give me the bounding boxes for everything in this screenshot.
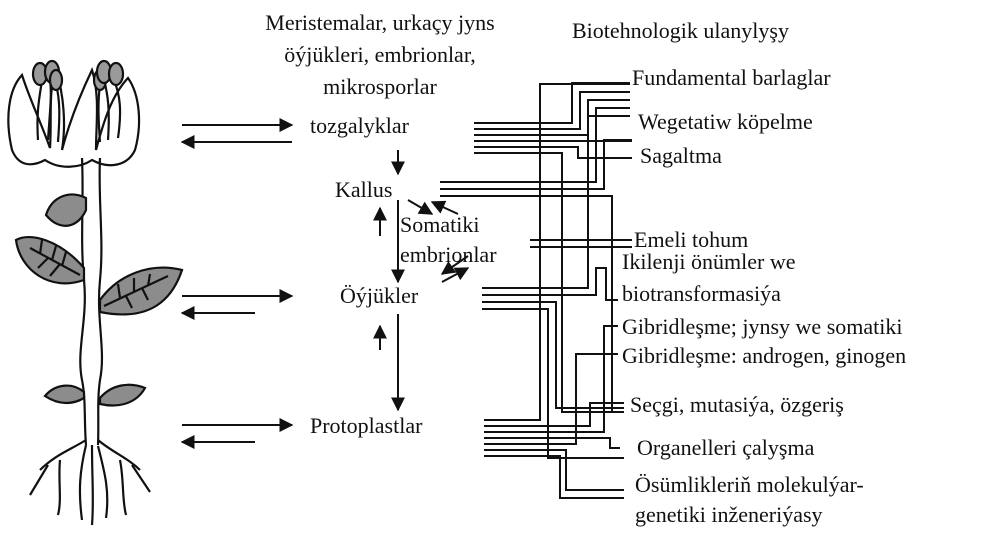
arrow-oyjukler-somatic-a: [441, 267, 470, 283]
stage-somatic-line2: embrionlar: [400, 242, 497, 267]
stage-kallus: Kallus: [335, 177, 392, 202]
connector: [484, 353, 618, 445]
stage-tozgalyklar: tozgalyklar: [310, 113, 410, 138]
leaf: [43, 384, 86, 405]
application-gibrid-androgen: Gibridleşme: androgen, ginogen: [622, 343, 906, 368]
stage-protoplastlar: Protoplastlar: [310, 413, 423, 438]
application-engineering-line2: genetiki inženeriýasy: [635, 502, 823, 527]
connector: [484, 402, 624, 427]
process-arrows: [373, 150, 470, 412]
connector: [482, 267, 618, 301]
connector: [482, 308, 624, 459]
connector: [440, 107, 630, 183]
application-secgi: Seçgi, mutasiýa, özgeriş: [630, 392, 844, 417]
application-wegetatiw: Wegetatiw köpelme: [638, 109, 813, 134]
application-ikilenji-line1: Ikilenji önümler we: [622, 249, 796, 274]
connector: [474, 91, 630, 130]
leaf-vein: [103, 273, 169, 309]
application-fundamental: Fundamental barlaglar: [632, 65, 831, 90]
connector: [484, 437, 620, 449]
application-ikilenji-line2: biotransformasiýa: [622, 281, 781, 306]
application-gibrid-somatiki: Gibridleşme; jynsy we somatiki: [622, 314, 902, 339]
leaf-vein: [29, 239, 81, 277]
connector: [484, 83, 630, 421]
application-sagaltma: Sagaltma: [640, 143, 722, 168]
explant-title-line3: mikrosporlar: [323, 74, 437, 99]
application-emeli-tohum: Emeli tohum: [634, 227, 748, 252]
plant-roots: [29, 439, 151, 526]
stage-somatic-line1: Somatiki: [400, 212, 479, 237]
application-engineering-line1: Ösümlikleriň molekulýar-: [635, 472, 864, 497]
leaf: [14, 236, 86, 285]
application-organelleri: Organelleri çalyşma: [637, 435, 815, 460]
arrow-oyjukler-somatic-b: [440, 255, 469, 275]
connector: [482, 115, 630, 289]
exchange-arrows: [180, 118, 294, 449]
plant-stem: [96, 157, 104, 446]
leaf: [44, 193, 88, 227]
connector-lines: [440, 82, 632, 499]
connector: [440, 139, 632, 190]
connector: [484, 449, 624, 491]
connector: [484, 455, 624, 499]
plant-illustration: [7, 59, 184, 526]
flower-stamens: [36, 79, 122, 143]
connector: [474, 152, 624, 413]
explant-title-line1: Meristemalar, urkaçy jyns: [265, 10, 494, 35]
connector: [440, 195, 624, 413]
stage-oyjukler: Öýjükler: [340, 283, 419, 308]
leaf: [98, 266, 184, 316]
arrow-kallus-somatic-a: [407, 199, 434, 215]
leaf: [98, 383, 147, 407]
applications-title: Biotehnologik ulanylyşy: [572, 18, 789, 43]
explant-title-line2: öýjükleri, embrionlar,: [284, 42, 476, 67]
arrow-kallus-somatic-b: [430, 200, 459, 215]
connector: [484, 325, 618, 433]
